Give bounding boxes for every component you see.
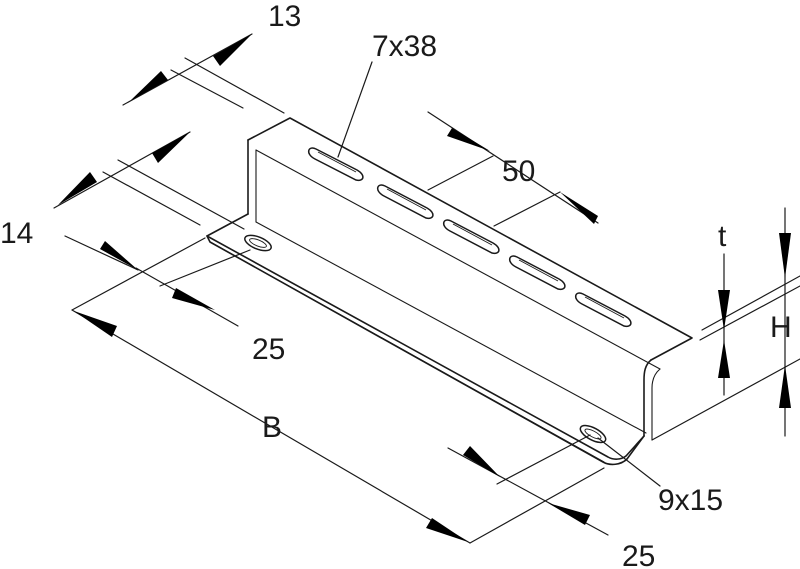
leader-7x38 <box>337 61 373 158</box>
arrowheads <box>58 34 791 542</box>
ext-14-a <box>117 159 245 230</box>
label-13: 13 <box>268 0 301 33</box>
web-right-inner-edge <box>651 368 661 441</box>
dimension-lines <box>53 33 800 544</box>
slot-2 <box>377 184 434 220</box>
arrow-14-bottom <box>58 172 97 205</box>
arrow-B-left <box>74 311 117 337</box>
leader-9x15 <box>597 437 661 487</box>
label-9x15: 9x15 <box>658 484 723 517</box>
arrow-t-bottom <box>718 340 730 378</box>
slot-4 <box>509 255 566 291</box>
label-14: 14 <box>0 217 33 250</box>
ext-H-b <box>651 358 800 441</box>
dim-13-line <box>122 33 253 106</box>
ext-13-b <box>170 69 244 109</box>
arrow-H-bottom <box>779 365 791 408</box>
label-25-bottom: 25 <box>622 540 655 569</box>
slot-5 <box>575 292 632 328</box>
ext-25b-a <box>496 434 591 485</box>
arrow-B-right <box>426 518 468 542</box>
label-50: 50 <box>502 155 535 188</box>
ext-B-a <box>71 237 206 311</box>
web-right-edge <box>643 359 652 437</box>
slot-1 <box>308 147 364 182</box>
arrow-50-left <box>447 128 490 151</box>
ext-50-a <box>427 155 494 191</box>
ext-13-a <box>184 57 285 114</box>
arrow-H-top <box>779 233 791 278</box>
dim-50-line <box>427 111 599 224</box>
foot-hole-right <box>579 424 607 444</box>
arrow-13-top <box>213 34 252 66</box>
arrow-25l-right <box>172 288 215 310</box>
ext-t-a <box>701 275 800 331</box>
top-flange-outline <box>247 117 693 361</box>
foot-hole-left <box>244 234 272 252</box>
foot-holes <box>244 234 607 444</box>
ext-25l-a <box>64 235 139 271</box>
web-slots <box>308 147 632 328</box>
ext-25l-b <box>159 249 251 287</box>
dim-B-line <box>71 309 471 544</box>
label-25-left: 25 <box>252 333 285 366</box>
arrow-25l-left <box>100 241 138 270</box>
top-flange-bend-line <box>255 149 661 370</box>
arrow-50-right <box>560 192 598 224</box>
ext-50-b <box>493 191 561 227</box>
slot-3 <box>443 219 500 255</box>
ext-B-b <box>469 467 605 544</box>
arrow-25b-left <box>463 446 500 477</box>
arrow-14-top <box>152 132 190 163</box>
ext-14-b <box>102 171 201 226</box>
bottom-flange-front-face <box>206 235 645 466</box>
label-H: H <box>770 311 792 344</box>
arrow-25b-right <box>548 503 590 525</box>
label-t: t <box>718 220 727 253</box>
label-B: B <box>262 411 282 444</box>
bracket-body <box>206 117 693 466</box>
arrow-t-top <box>718 290 730 330</box>
label-7x38: 7x38 <box>372 30 437 63</box>
web-bottom-bend <box>255 221 647 434</box>
ext-t-b <box>699 285 800 341</box>
bottom-flange-outline <box>206 213 645 460</box>
arrow-13-bottom <box>130 71 168 101</box>
